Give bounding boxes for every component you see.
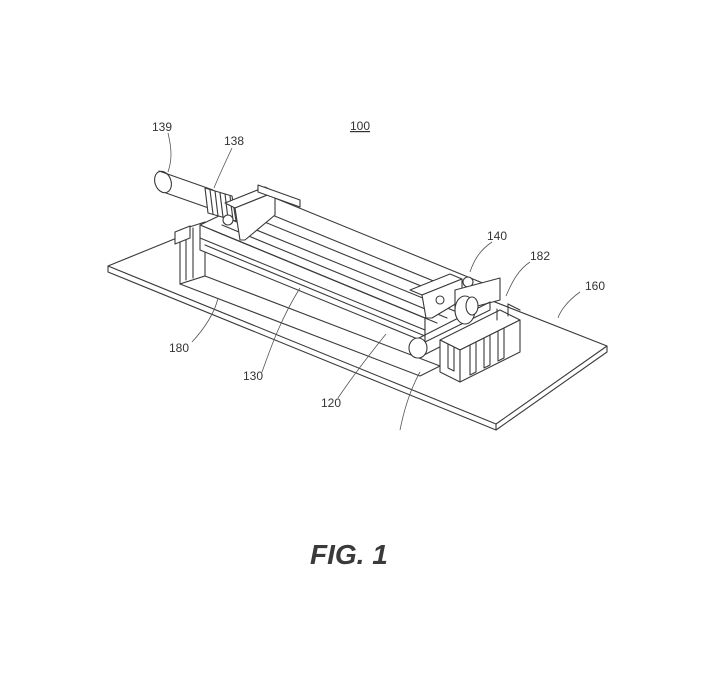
label-140: 140 [487, 229, 507, 243]
label-160: 160 [585, 279, 605, 293]
label-130: 130 [243, 369, 263, 383]
label-180: 180 [169, 341, 189, 355]
fiber-cable [154, 170, 221, 213]
label-100: 100 [350, 119, 370, 133]
connector-block [439, 303, 521, 383]
rear-clamp [222, 184, 301, 241]
label-182: 182 [530, 249, 550, 263]
label-138: 138 [224, 134, 244, 148]
label-139: 139 [152, 120, 172, 134]
leader-lines [167, 132, 581, 431]
figure-caption: FIG. 1 [310, 539, 388, 570]
ferrule [408, 295, 498, 359]
label-120: 120 [321, 396, 341, 410]
frame-base [174, 221, 441, 377]
